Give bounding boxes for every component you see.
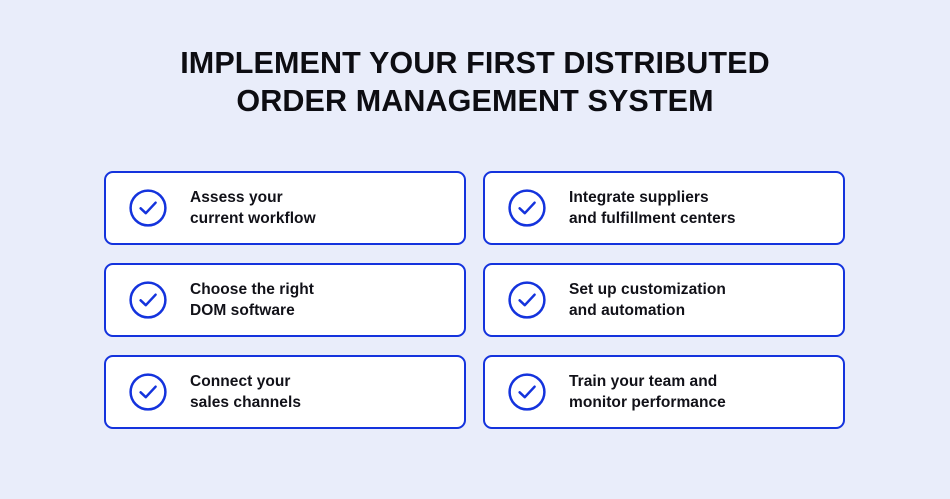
step-card-choose-the-right-dom-software[interactable]: Choose the right DOM software <box>104 263 466 337</box>
step-card-integrate-suppliers-and-fulfillment-centers[interactable]: Integrate suppliers and fulfillment cent… <box>483 171 845 245</box>
step-card-label: Assess your current workflow <box>190 189 316 227</box>
step-card-label: Integrate suppliers and fulfillment cent… <box>569 189 736 227</box>
check-circle-icon <box>507 280 547 320</box>
check-circle-icon <box>128 188 168 228</box>
check-circle-icon <box>128 280 168 320</box>
step-card-set-up-customization-and-automation[interactable]: Set up customization and automation <box>483 263 845 337</box>
steps-grid: Assess your current workflow Integrate s… <box>104 171 845 429</box>
check-circle-icon <box>507 188 547 228</box>
step-card-label: Choose the right DOM software <box>190 281 314 319</box>
step-card-label: Connect your sales channels <box>190 373 301 411</box>
step-card-label: Train your team and monitor performance <box>569 373 726 411</box>
page-title: IMPLEMENT YOUR FIRST DISTRIBUTED ORDER M… <box>0 44 950 120</box>
check-circle-icon <box>128 372 168 412</box>
check-circle-icon <box>507 372 547 412</box>
step-card-assess-your-current-workflow[interactable]: Assess your current workflow <box>104 171 466 245</box>
step-card-train-your-team-and-monitor-performance[interactable]: Train your team and monitor performance <box>483 355 845 429</box>
step-card-label: Set up customization and automation <box>569 281 726 319</box>
page-title-line-1: IMPLEMENT YOUR FIRST DISTRIBUTED <box>180 45 770 80</box>
page-title-line-2: ORDER MANAGEMENT SYSTEM <box>236 83 714 118</box>
step-card-connect-your-sales-channels[interactable]: Connect your sales channels <box>104 355 466 429</box>
